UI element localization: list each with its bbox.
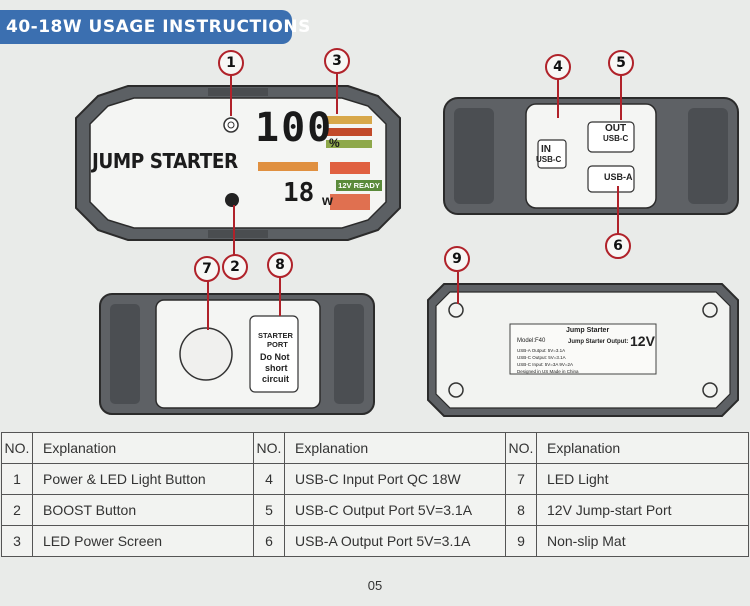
table-row: 3 LED Power Screen 6 USB-A Output Port 5…	[1, 525, 749, 557]
lead-2	[233, 205, 235, 255]
header-no-1: NO.	[1, 432, 33, 464]
lead-8	[279, 276, 281, 316]
device-brand-label: JUMP STARTER	[92, 149, 238, 173]
table-row: 2 BOOST Button 5 USB-C Output Port 5V=3.…	[1, 494, 749, 526]
sticker-output-value: 12V	[630, 333, 655, 349]
device-ports-view	[443, 97, 739, 215]
row3-no-2: 6	[253, 525, 285, 557]
row2-no-1: 2	[1, 494, 33, 526]
watt-unit: w	[322, 192, 333, 208]
sticker-line-3: Designed in US Made in China	[517, 369, 579, 374]
lead-7	[207, 280, 209, 330]
warning-line3: circuit	[262, 374, 290, 384]
watt-digits: 18	[283, 178, 315, 208]
percent-sign: %	[329, 136, 340, 150]
row1-no-1: 1	[1, 463, 33, 495]
lead-6	[617, 186, 619, 234]
callout-7: 7	[194, 256, 220, 282]
lead-4	[557, 78, 559, 118]
callout-9: 9	[444, 246, 470, 272]
row2-text-3: 12V Jump-start Port	[536, 494, 749, 526]
lead-5	[620, 74, 622, 120]
row3-text-3: Non-slip Mat	[536, 525, 749, 557]
page-number: 05	[367, 578, 383, 593]
table-row: 1 Power & LED Light Button 4 USB-C Input…	[1, 463, 749, 495]
table-header-row: NO. Explanation NO. Explanation NO. Expl…	[1, 432, 749, 464]
sticker-title: Jump Starter	[566, 327, 610, 334]
header-no-3: NO.	[505, 432, 537, 464]
sticker-output-label: Jump Starter Output:	[568, 339, 629, 345]
page-title: 40-18W USAGE INSTRUCTIONS	[6, 17, 311, 37]
callout-3: 3	[324, 48, 350, 74]
usba-port-label: USB-A	[604, 172, 633, 182]
device-bottom-view	[427, 283, 739, 417]
row2-text-1: BOOST Button	[32, 494, 254, 526]
header-explanation-1: Explanation	[32, 432, 254, 464]
device-side-view	[99, 293, 375, 415]
explanation-table: NO. Explanation NO. Explanation NO. Expl…	[1, 432, 749, 557]
row1-no-3: 7	[505, 463, 537, 495]
out-port-label: OUT	[605, 123, 627, 134]
callout-6: 6	[605, 233, 631, 259]
sticker-model: Model:F40	[517, 338, 546, 344]
sticker-line-1: USB-C Output: 5V=3.1A	[517, 355, 566, 360]
callout-2: 2	[222, 254, 248, 280]
header-explanation-2: Explanation	[284, 432, 506, 464]
percent-digits: 100	[255, 105, 334, 151]
sticker-line-2: USB-C Input: 5V=3A 9V=2A	[517, 362, 574, 367]
lead-3	[336, 72, 338, 114]
row3-text-1: LED Power Screen	[32, 525, 254, 557]
sticker-line-0: USB-A Output: 5V=3.1A	[517, 348, 566, 353]
warning-line1: Do Not	[260, 352, 290, 362]
out-port-type: USB-C	[603, 134, 629, 143]
row3-no-3: 9	[505, 525, 537, 557]
row1-text-3: LED Light	[536, 463, 749, 495]
boost-ready-badge: 12V READY	[336, 180, 382, 191]
header-explanation-3: Explanation	[536, 432, 749, 464]
callout-1: 1	[218, 50, 244, 76]
starter-port-line1: STARTER	[258, 331, 293, 340]
in-port-type: USB-C	[536, 155, 562, 164]
row1-no-2: 4	[253, 463, 285, 495]
lead-1	[230, 74, 232, 116]
callout-5: 5	[608, 50, 634, 76]
row2-no-2: 5	[253, 494, 285, 526]
row1-text-1: Power & LED Light Button	[32, 463, 254, 495]
starter-port-line2: PORT	[267, 340, 288, 349]
row2-text-2: USB-C Output Port 5V=3.1A	[284, 494, 506, 526]
row2-no-3: 8	[505, 494, 537, 526]
in-port-label: IN	[541, 144, 551, 155]
callout-4: 4	[545, 54, 571, 80]
warning-line2: short	[265, 363, 288, 373]
header-no-2: NO.	[253, 432, 285, 464]
row3-no-1: 3	[1, 525, 33, 557]
header-banner	[0, 10, 292, 44]
row1-text-2: USB-C Input Port QC 18W	[284, 463, 506, 495]
lead-9	[457, 272, 459, 304]
device-front-view	[75, 85, 401, 241]
callout-8: 8	[267, 252, 293, 278]
row3-text-2: USB-A Output Port 5V=3.1A	[284, 525, 506, 557]
